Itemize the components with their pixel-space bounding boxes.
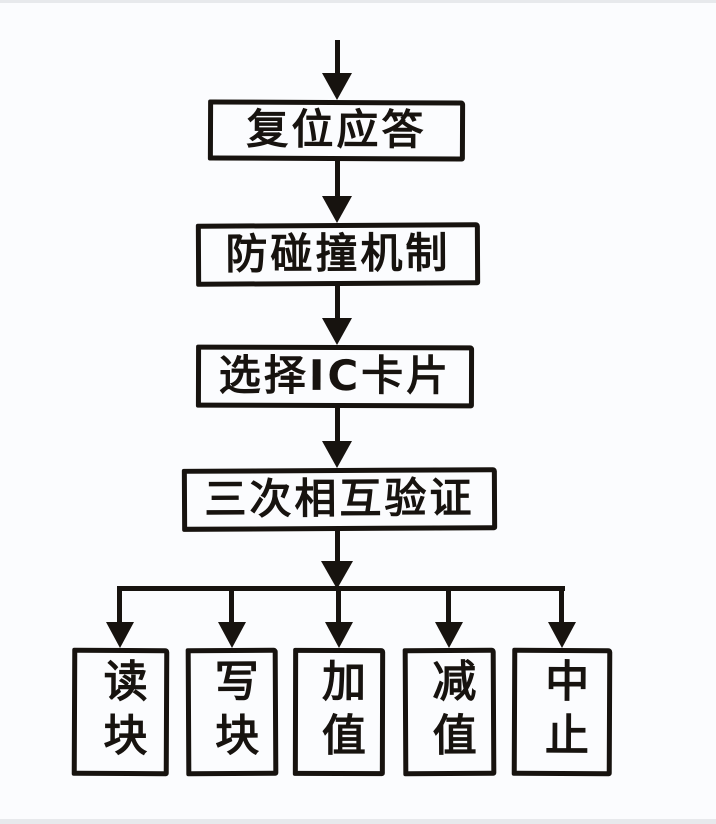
- flow-node-label: 读块: [95, 657, 147, 767]
- page-edge-bottom: [0, 819, 716, 824]
- flow-node-write-block: 写块: [185, 647, 279, 777]
- flow-node-label: 三次相互验证: [204, 472, 475, 524]
- connector-line: [335, 286, 340, 322]
- flow-node-label: 写块: [206, 657, 259, 767]
- arrow-down-icon: [106, 622, 134, 648]
- arrow-down-icon: [218, 622, 246, 648]
- flow-node-decrement-value: 减值: [402, 647, 497, 777]
- page-edge-top: [0, 0, 716, 3]
- arrow-down-icon: [322, 441, 352, 468]
- flow-node-read-block: 读块: [71, 647, 170, 777]
- connector-line: [335, 531, 340, 563]
- connector-line: [117, 589, 122, 622]
- arrow-down-icon: [321, 561, 353, 589]
- flow-node-anti-collision: 防碰撞机制: [195, 222, 481, 287]
- arrow-down-icon: [322, 73, 352, 100]
- flow-node-label: 防碰撞机制: [225, 227, 451, 279]
- flow-node-label: 减值: [424, 657, 476, 767]
- flow-node-label: 选择IC卡片: [218, 350, 452, 400]
- flow-node-label: 复位应答: [246, 104, 427, 154]
- connector-line: [336, 589, 341, 622]
- connector-line: [229, 589, 234, 622]
- flow-node-increment-value: 加值: [292, 647, 386, 777]
- arrow-down-icon: [322, 196, 352, 223]
- connector-line: [335, 161, 340, 199]
- flow-node-label: 加值: [313, 657, 366, 767]
- branch-rail-line: [117, 586, 565, 591]
- arrow-down-icon: [548, 622, 576, 648]
- connector-line: [446, 589, 451, 622]
- flow-node-halt: 中止: [511, 647, 613, 777]
- arrow-down-icon: [435, 622, 463, 648]
- arrow-down-icon: [322, 318, 352, 345]
- flow-node-label: 中止: [536, 657, 589, 767]
- connector-line: [335, 40, 340, 76]
- connector-line: [335, 408, 340, 444]
- flow-node-mutual-auth: 三次相互验证: [181, 467, 498, 532]
- arrow-down-icon: [325, 622, 353, 648]
- flow-node-select-ic-card: 选择IC卡片: [195, 344, 475, 409]
- flow-node-reset-response: 复位应答: [207, 99, 466, 162]
- connector-line: [559, 589, 564, 622]
